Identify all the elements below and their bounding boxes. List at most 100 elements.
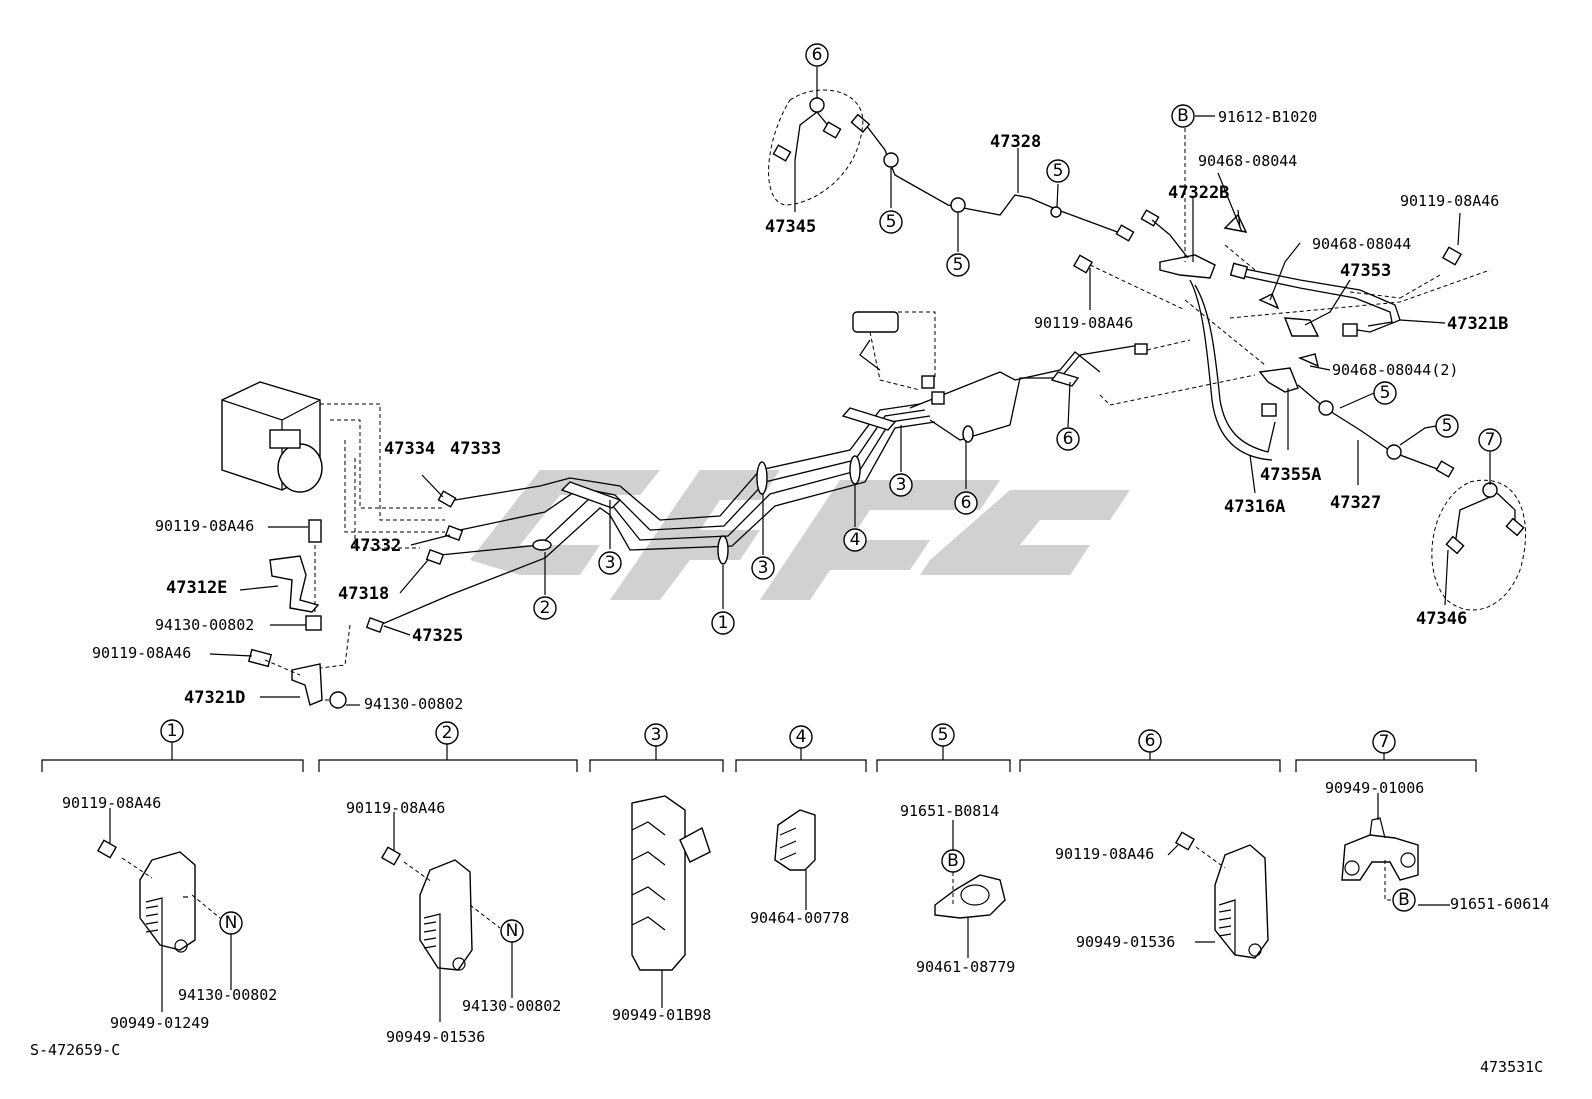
label-47346: 47346 <box>1416 609 1467 629</box>
label-47321b: 47321B <box>1447 314 1508 334</box>
detail-brackets: 1 2 3 4 5 6 7 <box>41 719 1477 772</box>
label-47325: 47325 <box>412 626 463 646</box>
label-47312e: 47312E <box>166 578 227 598</box>
label-94130-00802-a: 94130-00802 <box>155 616 254 634</box>
callout-6-low: 6 <box>954 491 978 515</box>
detail-7: B 90949-01006 91651-60614 <box>1325 779 1549 913</box>
rear-bracket-assembly <box>1072 209 1491 478</box>
detail-3: 90949-01B98 <box>612 795 711 1024</box>
detail-7-clamp-label: 90949-01006 <box>1325 779 1424 797</box>
svg-text:3: 3 <box>896 475 907 495</box>
svg-text:1: 1 <box>167 721 178 741</box>
svg-text:B: B <box>947 851 959 871</box>
callout-6-mid: 6 <box>1056 427 1080 451</box>
svg-text:6: 6 <box>1145 731 1156 751</box>
detail-6: 90119-08A46 90949-01536 <box>1055 831 1269 959</box>
clamp-mark-3c <box>841 407 897 431</box>
callout-1-main: 1 <box>711 611 735 635</box>
label-90468-08044-2: 90468-08044(2) <box>1332 361 1458 379</box>
detail-callout-4: 4 <box>789 725 813 749</box>
detail-1: N 90119-08A46 94130-00802 90949-01249 <box>62 794 277 1032</box>
label-90468-08044-a: 90468-08044 <box>1198 152 1297 170</box>
callout-7-main: 7 <box>1478 428 1502 452</box>
label-47327: 47327 <box>1330 493 1381 513</box>
svg-text:5: 5 <box>1380 383 1391 403</box>
label-47355a: 47355A <box>1260 465 1321 485</box>
callout-5-a: 5 <box>879 210 903 234</box>
svg-text:5: 5 <box>886 212 897 232</box>
leader-lines <box>209 67 1491 706</box>
callout-5-c: 5 <box>1046 159 1070 183</box>
label-47332: 47332 <box>350 536 401 556</box>
label-47321d: 47321D <box>184 688 245 708</box>
svg-text:6: 6 <box>1063 429 1074 449</box>
label-47318: 47318 <box>338 584 389 604</box>
detail-callout-5: 5 <box>931 723 955 747</box>
front-hose-group-47345 <box>768 89 864 206</box>
bracket-47321D-assembly <box>247 624 351 709</box>
callout-5-e: 5 <box>1435 414 1459 438</box>
svg-text:6: 6 <box>812 45 823 65</box>
bracket-47312E-assembly <box>269 519 322 631</box>
svg-text:5: 5 <box>938 725 949 745</box>
bracket-47355A <box>1258 367 1299 393</box>
label-47345: 47345 <box>765 217 816 237</box>
svg-text:7: 7 <box>1485 430 1496 450</box>
clamp-mark-4 <box>849 455 861 485</box>
svg-text:5: 5 <box>1053 161 1064 181</box>
callout-2-main: 2 <box>533 596 557 620</box>
clamp-mark-6b <box>1050 371 1080 387</box>
label-47334: 47334 <box>384 439 435 459</box>
detail-1-n-callout: N <box>219 911 243 935</box>
abs-actuator <box>221 381 323 493</box>
svg-text:4: 4 <box>796 727 807 747</box>
detail-callout-1: 1 <box>160 719 184 743</box>
detail-7-clip-label: 91651-60614 <box>1450 895 1549 913</box>
label-47322b: 47322B <box>1168 183 1229 203</box>
clamp-mark-3a <box>756 461 768 495</box>
detail-5-b-callout: B <box>941 849 965 873</box>
svg-text:5: 5 <box>953 255 964 275</box>
main-brake-tube-bundle <box>379 344 1141 626</box>
clamp-mark-6a <box>962 425 974 443</box>
detail-1-nut-label: 94130-00802 <box>178 986 277 1004</box>
detail-6-bolt-label: 90119-08A46 <box>1055 845 1154 863</box>
svg-text:N: N <box>506 921 519 941</box>
svg-text:3: 3 <box>651 725 662 745</box>
clamp-mark-1 <box>717 535 729 565</box>
detail-callout-6: 6 <box>1138 729 1162 753</box>
detail-2-nut-label: 94130-00802 <box>462 997 561 1015</box>
callout-5-b: 5 <box>946 253 970 277</box>
main-callouts: 6 5 5 5 B 5 5 7 6 6 3 4 3 3 2 1 <box>533 43 1502 635</box>
svg-text:5: 5 <box>1442 416 1453 436</box>
svg-text:N: N <box>225 913 238 933</box>
detail-4-clamp-label: 90464-00778 <box>750 909 849 927</box>
detail-2: N 90119-08A46 94130-00802 90949-01536 <box>346 799 561 1046</box>
part-number-labels: 47345 47328 91612-B1020 90468-08044 4732… <box>92 108 1508 713</box>
callout-3-right: 3 <box>889 473 913 497</box>
tube-fittings-left <box>365 490 464 633</box>
label-90119-08a46-b: 90119-08A46 <box>1034 314 1133 332</box>
callout-6-top: 6 <box>805 43 829 67</box>
detail-callout-7: 7 <box>1372 730 1396 754</box>
label-90119-08a46-a: 90119-08A46 <box>1400 192 1499 210</box>
callout-3-left: 3 <box>598 551 622 575</box>
label-47353: 47353 <box>1340 261 1391 281</box>
label-91612-b1020: 91612-B1020 <box>1218 108 1317 126</box>
label-90119-08a46-c: 90119-08A46 <box>155 517 254 535</box>
svg-text:B: B <box>1398 890 1410 910</box>
detail-2-clamp-label: 90949-01536 <box>386 1028 485 1046</box>
detail-2-n-callout: N <box>500 919 524 943</box>
hose-fitting <box>1261 403 1277 417</box>
detail-4: 90464-00778 <box>750 809 849 927</box>
detail-5-clip-label: 91651-B0814 <box>900 802 999 820</box>
detail-1-clamp-label: 90949-01249 <box>110 1014 209 1032</box>
watermark-logo <box>470 470 1130 600</box>
clamp-mark-2 <box>532 539 552 551</box>
detail-6-clamp-label: 90949-01536 <box>1076 933 1175 951</box>
detail-7-b-callout: B <box>1392 888 1416 912</box>
sheet-code: 473531C <box>1480 1058 1543 1076</box>
detail-1-bolt-label: 90119-08A46 <box>62 794 161 812</box>
detail-5: B 91651-B0814 90461-08779 <box>900 802 1015 976</box>
